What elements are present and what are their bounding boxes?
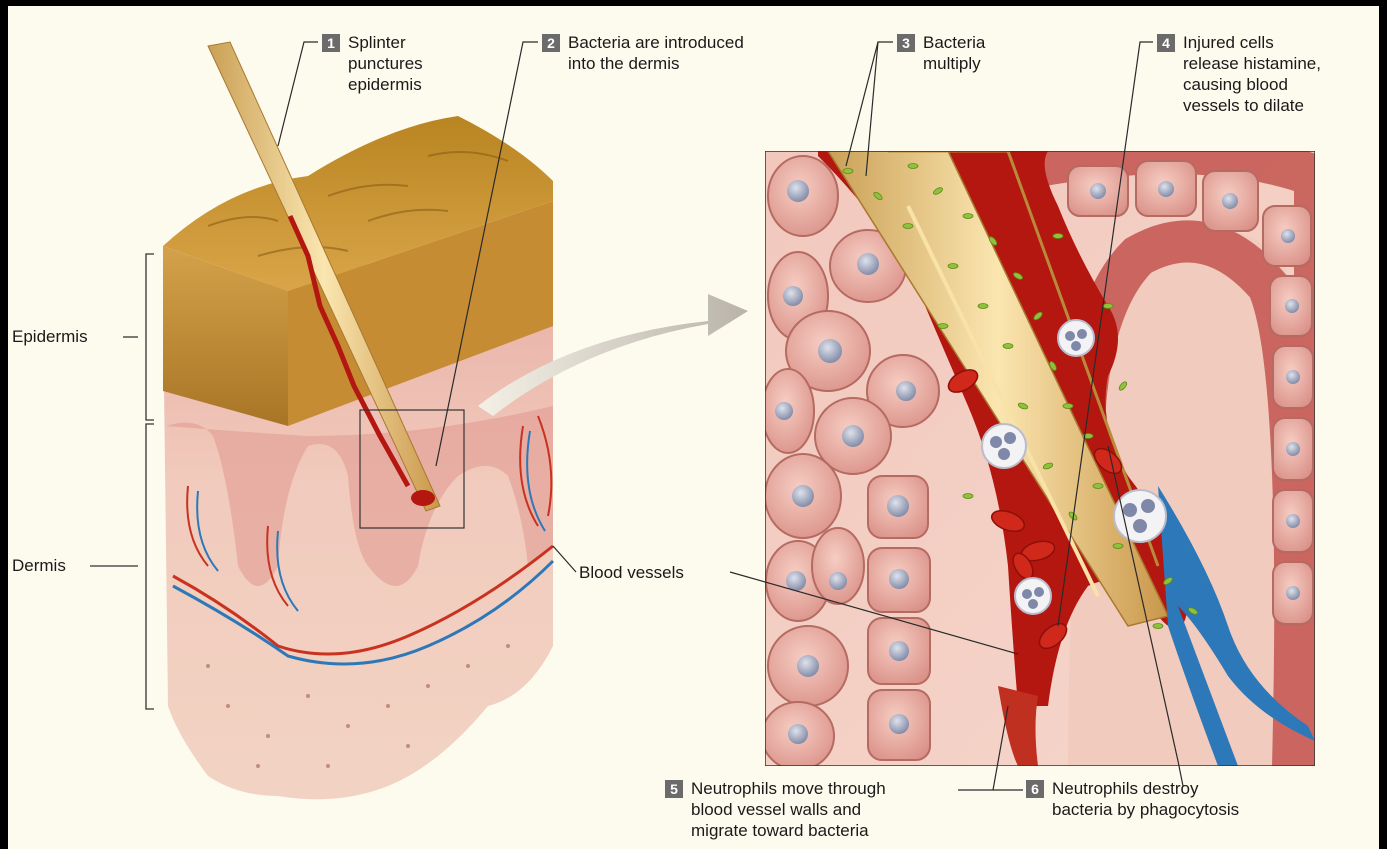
- step-5-number: 5: [665, 780, 683, 798]
- zoom-panel: [762, 151, 1320, 770]
- step-4-line-4: vessels to dilate: [1183, 95, 1321, 116]
- step-1-number: 1: [322, 34, 340, 52]
- step-6-callout: 6 Neutrophils destroy bacteria by phagoc…: [1026, 778, 1326, 828]
- step-1-line-3: epidermis: [348, 74, 423, 95]
- step-3-callout: 3 Bacteria multiply: [897, 32, 1037, 82]
- step-4-line-2: release histamine,: [1183, 53, 1321, 74]
- layer-brackets: [90, 254, 154, 709]
- blood-vessels-label: Blood vessels: [579, 563, 684, 583]
- step-3-line-1: Bacteria: [923, 32, 985, 53]
- diagram-frame: Epidermis Dermis Blood vessels 1 Splinte…: [8, 6, 1379, 849]
- step-1-line-2: punctures: [348, 53, 423, 74]
- step-2-line-1: Bacteria are introduced: [568, 32, 744, 53]
- step-3-line-2: multiply: [923, 53, 985, 74]
- step-2-callout: 2 Bacteria are introduced into the dermi…: [542, 32, 832, 82]
- step-4-line-3: causing blood: [1183, 74, 1321, 95]
- step-6-number: 6: [1026, 780, 1044, 798]
- step-2-number: 2: [542, 34, 560, 52]
- step-1-line-1: Splinter: [348, 32, 423, 53]
- step-5-line-2: blood vessel walls and: [691, 799, 886, 820]
- step-5-line-1: Neutrophils move through: [691, 778, 886, 799]
- step-2-line-2: into the dermis: [568, 53, 744, 74]
- dermis-label: Dermis: [12, 556, 66, 576]
- step-3-number: 3: [897, 34, 915, 52]
- epidermis-label: Epidermis: [12, 327, 88, 347]
- step-6-line-1: Neutrophils destroy: [1052, 778, 1239, 799]
- step-1-callout: 1 Splinter punctures epidermis: [322, 32, 482, 102]
- skin-block: [163, 42, 553, 799]
- step-5-callout: 5 Neutrophils move through blood vessel …: [665, 778, 965, 848]
- diagram-illustration: [8, 6, 1379, 849]
- step-4-line-1: Injured cells: [1183, 32, 1321, 53]
- step-6-line-2: bacteria by phagocytosis: [1052, 799, 1239, 820]
- step-5-line-3: migrate toward bacteria: [691, 820, 886, 841]
- step-4-number: 4: [1157, 34, 1175, 52]
- step-4-callout: 4 Injured cells release histamine, causi…: [1157, 32, 1367, 122]
